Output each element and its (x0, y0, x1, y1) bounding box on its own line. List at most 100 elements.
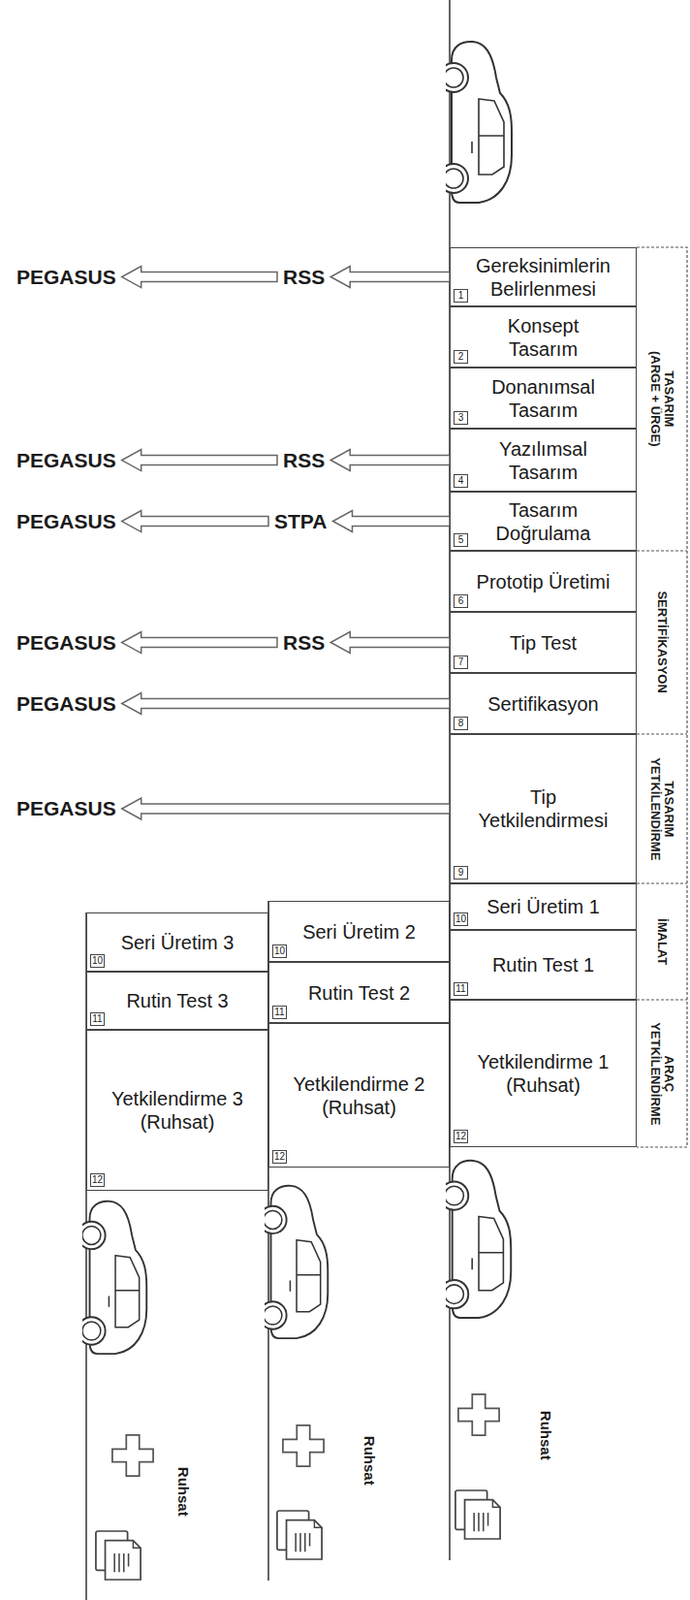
step-name: Tip Yetkilendirmesi (466, 784, 622, 832)
step-name: Yetkilendirme 2 (Ruhsat) (279, 1071, 440, 1119)
method-name: PEGASUS (16, 795, 117, 820)
callout-number: 12 (453, 1129, 469, 1143)
callout-number: 9 (453, 865, 469, 879)
step-name: Gereksinimlerin Belirlenmesi (461, 253, 627, 301)
step-name: Seri Üretim 1 (486, 894, 600, 918)
phase-label: SERTİFİKASYON (655, 554, 669, 729)
plus-icon (282, 1424, 324, 1466)
car-icon (258, 1185, 328, 1338)
callout-number: 4 (453, 473, 469, 488)
callout-number: 12 (272, 1149, 287, 1163)
hollow-arrow (330, 266, 450, 288)
process-box: Tip Test 7 (449, 611, 637, 673)
process-box: Yazılımsal Tasarım4 (449, 428, 637, 492)
step-name: Yetkilendirme 3 (Ruhsat) (97, 1086, 258, 1133)
step-name: Rutin Test 1 (492, 952, 595, 976)
callout-number: 10 (90, 953, 105, 968)
method-text: PEGASUS (10, 793, 123, 822)
document-icon (455, 1489, 501, 1538)
process-box: Prototip Üretimi 6 (449, 550, 637, 612)
method-text: PEGASUS (10, 445, 123, 474)
method-name: PEGASUS (16, 629, 117, 655)
phase-bracket (636, 247, 688, 1147)
step-name: Rutin Test 2 (308, 980, 410, 1004)
callout-number: 10 (272, 943, 287, 958)
phase-label: TASARIM YETKİLENDİRME (648, 745, 677, 872)
method-text: RSS (277, 627, 331, 657)
process-box: Yetkilendirme 1 (Ruhsat) 12 (449, 999, 637, 1147)
license-label: Ruhsat (175, 1451, 192, 1530)
method-text: STPA (268, 506, 333, 535)
car-icon (77, 1200, 147, 1353)
process-box: Seri Üretim 1 10 (449, 882, 637, 930)
callout-number: 12 (90, 1172, 105, 1187)
callout-number: 10 (453, 911, 469, 926)
step-name: Seri Üretim 2 (302, 919, 416, 943)
license-label: Ruhsat (537, 1395, 555, 1474)
callout-number: 11 (453, 981, 469, 996)
process-box: Yetkilendirme 3 (Ruhsat) 12 (86, 1029, 269, 1191)
process-box: Seri Üretim 3 10 (86, 911, 269, 972)
process-box: Tip Yetkilendirmesi 9 (449, 733, 637, 883)
method-name: RSS (282, 264, 325, 289)
hollow-arrow (122, 266, 278, 288)
car-icon (439, 1160, 511, 1318)
method-text: PEGASUS (10, 262, 123, 291)
method-text: PEGASUS (10, 627, 123, 657)
step-name: Seri Üretim 3 (121, 930, 235, 954)
hollow-arrow (122, 510, 269, 533)
method-name: PEGASUS (16, 690, 117, 716)
hollow-arrow (122, 449, 278, 471)
process-box: Donanımsal Tasarım3 (449, 367, 637, 429)
plus-icon (458, 1393, 500, 1435)
phase-label: İMALAT (655, 887, 669, 995)
method-text: PEGASUS (10, 689, 123, 718)
hollow-arrow (333, 510, 451, 533)
callout-number: 7 (453, 655, 469, 669)
step-name: Tip Test (509, 630, 577, 655)
method-name: PEGASUS (16, 508, 117, 534)
step-name: Yetkilendirme 1 (Ruhsat) (463, 1049, 624, 1097)
plus-icon (112, 1434, 154, 1475)
process-box: Konsept Tasarım 2 (449, 306, 637, 368)
callout-number: 5 (453, 533, 469, 547)
hollow-arrow (122, 692, 450, 715)
process-box: Sertifikasyon 8 (449, 672, 637, 734)
step-name: Yazılımsal Tasarım (470, 437, 617, 484)
process-box: Gereksinimlerin Belirlenmesi1 (449, 247, 637, 307)
method-name: STPA (274, 508, 327, 534)
callout-number: 6 (453, 594, 469, 608)
step-name: Rutin Test 3 (125, 988, 228, 1012)
method-text: PEGASUS (10, 506, 123, 535)
document-icon (95, 1530, 141, 1579)
step-name: Sertifikasyon (487, 691, 599, 716)
step-name: Konsept Tasarım (485, 313, 602, 361)
step-name: Prototip Üretimi (476, 569, 611, 594)
process-box: Seri Üretim 2 10 (268, 900, 450, 962)
callout-number: 8 (453, 716, 469, 730)
process-box: Yetkilendirme 2 (Ruhsat) 12 (268, 1022, 450, 1167)
callout-number: 1 (453, 288, 469, 303)
hollow-arrow (122, 631, 278, 654)
hollow-arrow (330, 449, 450, 471)
step-name: Donanımsal Tasarım (470, 375, 617, 422)
process-box: Tasarım Doğrulama5 (449, 491, 637, 551)
callout-number: 11 (90, 1011, 105, 1026)
method-name: PEGASUS (16, 447, 117, 472)
method-text: RSS (277, 445, 331, 474)
callout-number: 11 (272, 1004, 287, 1019)
method-text: RSS (277, 262, 331, 291)
callout-number: 2 (453, 349, 469, 364)
process-box: Rutin Test 2 11 (268, 961, 450, 1023)
car-icon (439, 41, 512, 203)
step-name: Tasarım Doğrulama (470, 498, 617, 545)
phase-label: TASARIM (ARGE + ÜRGE) (648, 348, 677, 448)
process-box: Rutin Test 3 11 (86, 971, 269, 1030)
method-name: RSS (282, 447, 325, 472)
license-label: Ruhsat (361, 1420, 378, 1499)
method-name: PEGASUS (16, 264, 117, 289)
method-name: RSS (282, 629, 325, 655)
hollow-arrow (330, 631, 450, 654)
hollow-arrow (122, 797, 450, 819)
